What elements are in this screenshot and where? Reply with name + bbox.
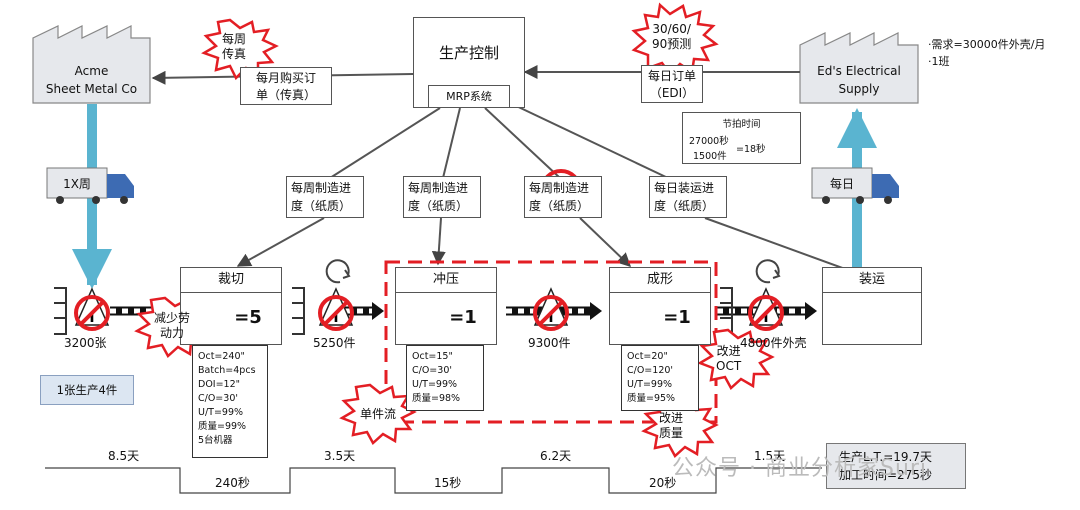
timeline-days-4: 1.5天 xyxy=(754,449,786,463)
svg-text:I: I xyxy=(763,310,768,326)
customer-demand-info: ·需求=30000件外壳/月·1班 xyxy=(928,38,1046,68)
process-box-forming: 成形 =1 xyxy=(609,267,711,345)
prohibited-icon-4 xyxy=(74,295,110,331)
kaizen-burst-single-flow xyxy=(339,383,417,445)
schedule-arrow-2 xyxy=(431,217,446,266)
svg-text:I: I xyxy=(548,310,553,326)
svg-text:I: I xyxy=(89,310,94,326)
supplier-truck-icon xyxy=(46,167,134,204)
push-arrow-2 xyxy=(345,302,384,320)
customer-truck-icon xyxy=(811,167,899,204)
note-box: 1张生产4件 xyxy=(40,375,134,405)
customer-factory-icon xyxy=(799,32,919,104)
schedule-box-4: 每日装运进度（纸质） xyxy=(649,176,727,218)
supermarket-icon-1 xyxy=(54,287,67,335)
inventory-label-4: 4800件外壳 xyxy=(740,336,807,350)
inventory-label-3: 9300件 xyxy=(528,336,571,350)
data-box-forming: Oct=20"C/O=120'U/T=99% 质量=95% xyxy=(621,345,699,411)
cycle-arrow-icon-2 xyxy=(755,259,781,284)
customer-truck-label: 每日 xyxy=(829,177,854,191)
kaizen-burst-improve-oct xyxy=(697,328,775,390)
mrp-line-2 xyxy=(442,107,461,179)
mrp-line-1 xyxy=(329,107,441,179)
inventory-label-1: 3200张 xyxy=(64,336,107,350)
supplier-factory-icon xyxy=(32,25,151,104)
timeline-seconds-1: 240秒 xyxy=(215,476,250,490)
cycle-arrow-icon-1 xyxy=(325,259,351,284)
schedule-box-2: 每周制造进度（纸质） xyxy=(403,176,481,218)
data-box-stamping: Oct=15"C/O=30'U/T=99% 质量=98% xyxy=(406,345,484,411)
process-box-cutting: 裁切 =5 xyxy=(180,267,282,345)
schedule-arrow-3 xyxy=(579,217,632,267)
production-control-box: 生产控制 MRP系统 xyxy=(413,17,525,108)
process-box-stamping: 冲压 =1 xyxy=(395,267,497,345)
timeline-days-3: 6.2天 xyxy=(540,449,572,463)
inventory-label-2: 5250件 xyxy=(313,336,356,350)
supplier-order-box: 每月购买订单（传真） xyxy=(240,67,332,105)
kaizen-label-single-flow: 单件流 xyxy=(360,407,397,421)
svg-text:I: I xyxy=(333,310,338,326)
timeline-days-2: 3.5天 xyxy=(324,449,356,463)
kaizen-label-reduce-labor: 减少劳动力 xyxy=(154,311,191,340)
timeline-ladder xyxy=(45,467,822,494)
schedule-box-3: 每周制造进度（纸质） xyxy=(524,176,602,218)
inventory-triangle-1: I xyxy=(74,287,110,326)
takt-time-box: 节拍时间 27000秒 1500件 =18秒 xyxy=(682,112,801,164)
timeline-seconds-2: 15秒 xyxy=(434,476,462,490)
kaizen-label-weekly-fax: 每周传真 xyxy=(222,32,247,61)
prohibited-icon-7 xyxy=(748,295,784,331)
kaizen-label-forecast: 30/60/90预测 xyxy=(652,22,692,51)
supplier-truck-label: 1X周 xyxy=(63,177,91,191)
customer-order-box: 每日订单（EDI） xyxy=(641,65,703,103)
timeline-seconds-3: 20秒 xyxy=(649,476,677,490)
schedule-arrow-1 xyxy=(236,217,325,267)
watermark-text: 公众号 · 商业分析家Suri xyxy=(672,456,928,481)
process-box-shipping: 装运 xyxy=(822,267,922,345)
lead-time-summary: 生产L.T.=19.7天加工时间=275秒 xyxy=(826,443,966,489)
supermarket-icon-2 xyxy=(292,287,305,335)
timeline-days-1: 8.5天 xyxy=(108,449,140,463)
kaizen-burst-improve-quality xyxy=(641,396,719,458)
schedule-box-1: 每周制造进度（纸质） xyxy=(286,176,364,218)
prohibited-icon-6 xyxy=(533,295,569,331)
kaizen-label-improve-quality: 改进质量 xyxy=(659,411,684,440)
mrp-line-4 xyxy=(509,102,669,179)
mrp-line-3 xyxy=(484,107,561,179)
prohibited-icon-5 xyxy=(318,295,354,331)
production-control-title: 生产控制 xyxy=(438,44,499,62)
mrp-system-label: MRP系统 xyxy=(428,85,510,107)
